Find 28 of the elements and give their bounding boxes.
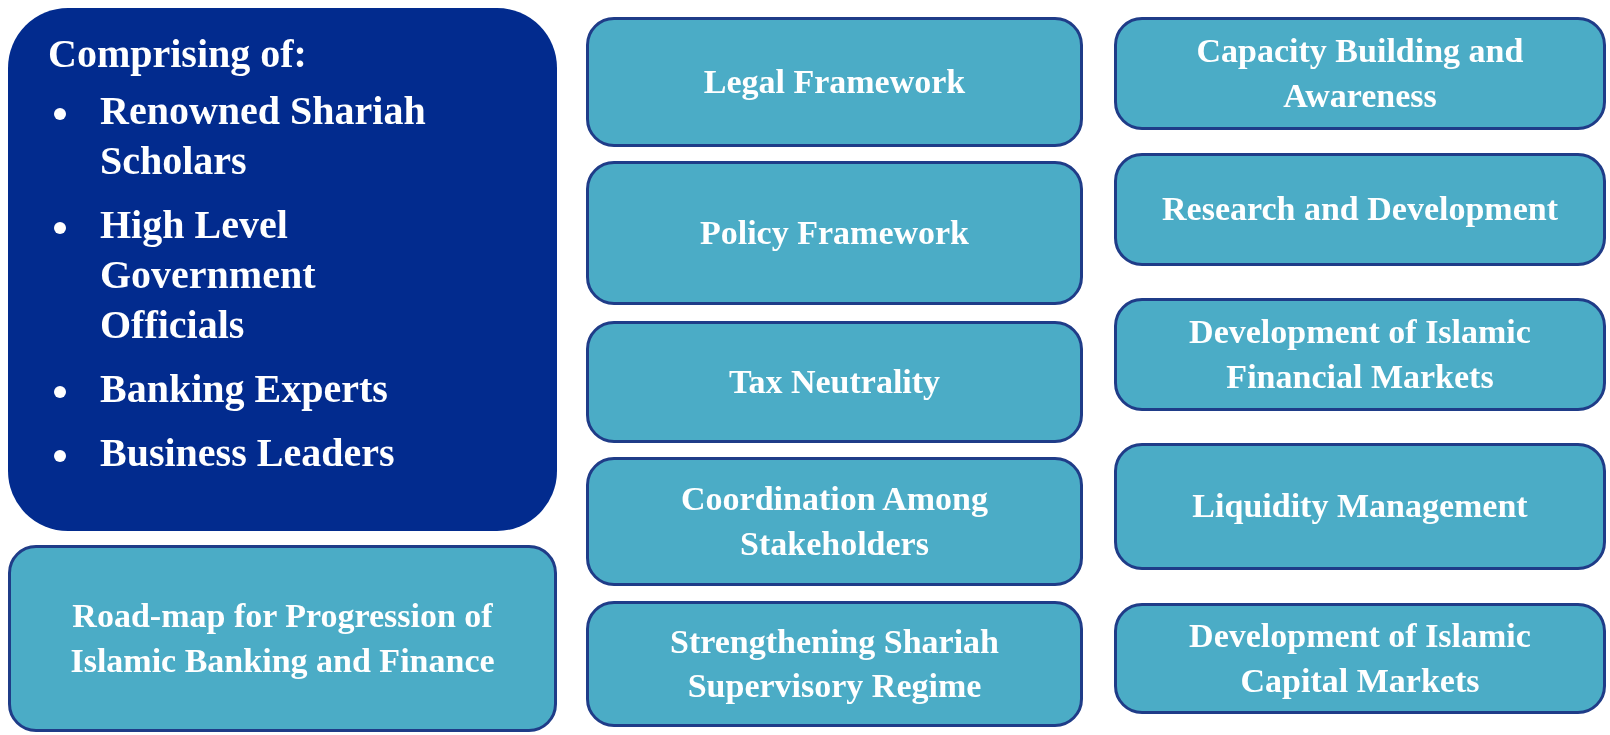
topic-box (586, 321, 1083, 443)
box-label: Coordination Among Stakeholders (680, 479, 989, 564)
box-label: Capacity Building and Awareness (1195, 31, 1525, 116)
topic-box (586, 601, 1083, 727)
topic-box (8, 545, 557, 732)
list-heading: Comprising of: (48, 30, 307, 78)
topic-box (586, 161, 1083, 305)
box-label: Strengthening Shariah Supervisory Regime (668, 621, 1001, 706)
topic-box (1114, 17, 1606, 130)
topic-box (1114, 298, 1606, 411)
list-item-text: High Level Government Officials (100, 202, 316, 347)
topic-box (1114, 153, 1606, 266)
topic-box (1114, 443, 1606, 570)
list-item-text: Banking Experts (100, 366, 388, 411)
list-item-text: Business Leaders (100, 430, 395, 475)
box-label: Legal Framework (703, 61, 966, 102)
box-label: Development of Islamic Financial Markets (1188, 312, 1532, 397)
member-list-panel (8, 8, 557, 531)
topic-box (586, 457, 1083, 586)
box-label: Road-map for Progression of Islamic Banking and Finance (69, 596, 496, 681)
list-item-text: Renowned Shariah Scholars (100, 88, 426, 183)
box-label: Policy Framework (699, 212, 970, 253)
topic-box (1114, 603, 1606, 714)
topic-box (586, 17, 1083, 147)
box-label: Development of Islamic Capital Markets (1188, 616, 1532, 701)
box-label: Research and Development (1162, 189, 1558, 230)
box-label: Liquidity Management (1192, 486, 1528, 527)
box-label: Tax Neutrality (728, 361, 941, 402)
